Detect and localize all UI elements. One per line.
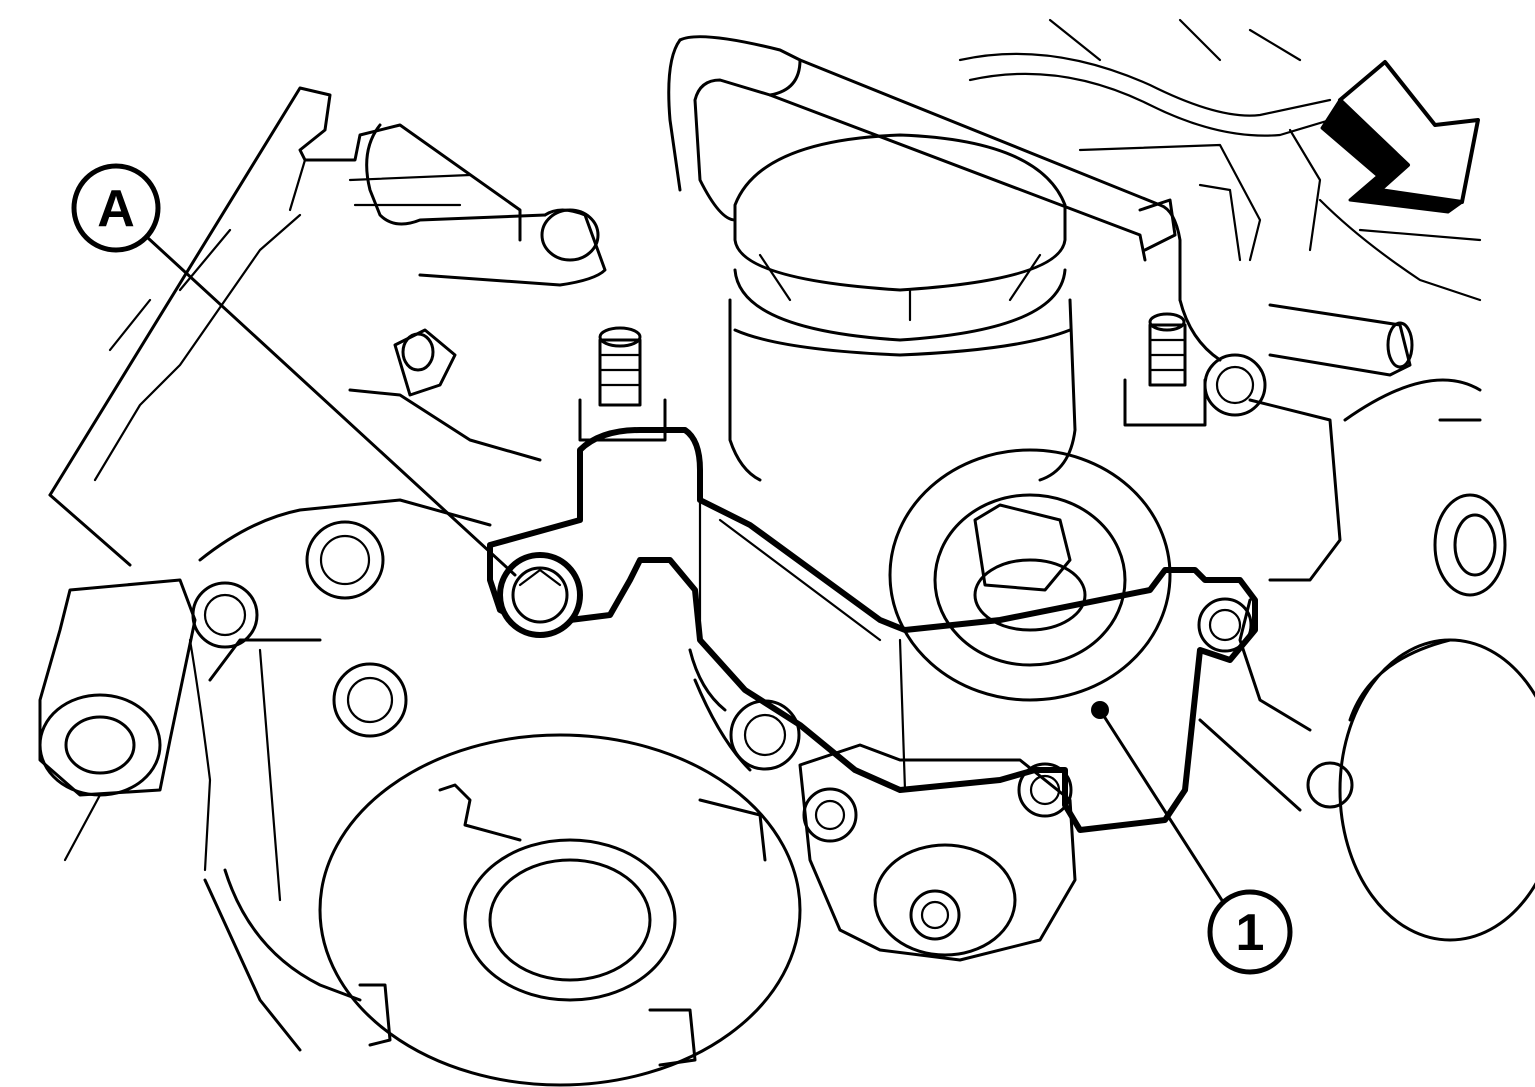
callout-a-leader (146, 236, 517, 577)
bolt-a (497, 552, 583, 638)
callout-1-leader (1098, 708, 1227, 907)
bracket (487, 427, 1258, 833)
engine-block-outline (38, 18, 1535, 1087)
callout-a-label: A (97, 180, 135, 238)
callout-1-label: 1 (1236, 904, 1265, 962)
callout-a: A (71, 163, 517, 577)
arrow-down-right-icon (1320, 60, 1480, 214)
callout-1: 1 (1091, 701, 1293, 975)
